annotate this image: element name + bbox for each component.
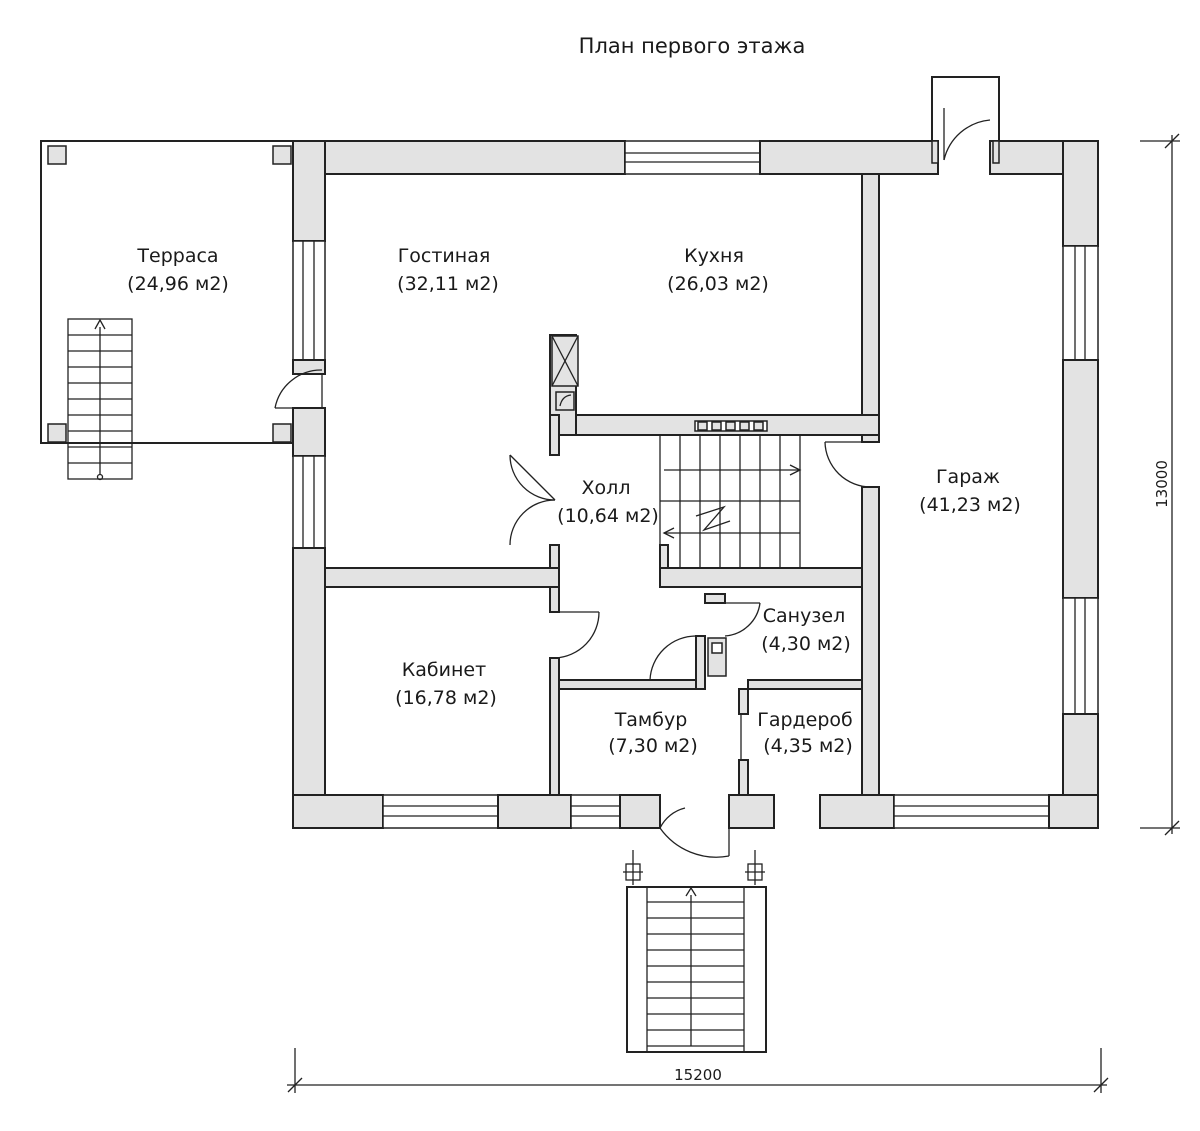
outer-walls — [292, 140, 1099, 829]
room-office-area: (16,78 м2) — [395, 687, 497, 709]
plan-title: План первого этажа — [579, 34, 806, 58]
terrace-stairs — [67, 318, 133, 481]
dimension-width-label: 15200 — [674, 1066, 722, 1084]
room-garage-area: (41,23 м2) — [919, 494, 1021, 516]
bathroom-fixture — [707, 637, 727, 677]
garage-top-entry — [931, 76, 1000, 164]
room-terrace-name: Терраса — [136, 245, 218, 267]
chimney — [551, 335, 579, 411]
doors — [274, 369, 872, 858]
terrace — [40, 140, 295, 444]
dimension-height-label: 13000 — [1153, 460, 1171, 508]
room-kitchen-name: Кухня — [684, 245, 744, 267]
entrance-porch — [623, 850, 767, 1053]
room-kitchen-area: (26,03 м2) — [667, 273, 769, 295]
room-garage-name: Гараж — [936, 466, 1000, 488]
room-living-name: Гостиная — [398, 245, 491, 267]
room-wardrobe-name: Гардероб — [757, 709, 853, 731]
room-wardrobe-area: (4,35 м2) — [763, 735, 853, 757]
dimension-horizontal — [287, 1048, 1109, 1093]
room-bathroom-area: (4,30 м2) — [761, 633, 851, 655]
room-bathroom-name: Санузел — [763, 605, 846, 627]
room-vestibule-area: (7,30 м2) — [608, 735, 698, 757]
room-terrace-area: (24,96 м2) — [127, 273, 229, 295]
main-stairs — [659, 434, 802, 569]
room-vestibule-name: Тамбур — [614, 709, 688, 731]
room-office-name: Кабинет — [402, 659, 486, 681]
room-living-area: (32,11 м2) — [397, 273, 499, 295]
kitchen-vents — [694, 420, 768, 432]
dimension-vertical — [1140, 133, 1180, 836]
room-hall-area: (10,64 м2) — [557, 505, 659, 527]
room-hall-name: Холл — [582, 477, 631, 499]
